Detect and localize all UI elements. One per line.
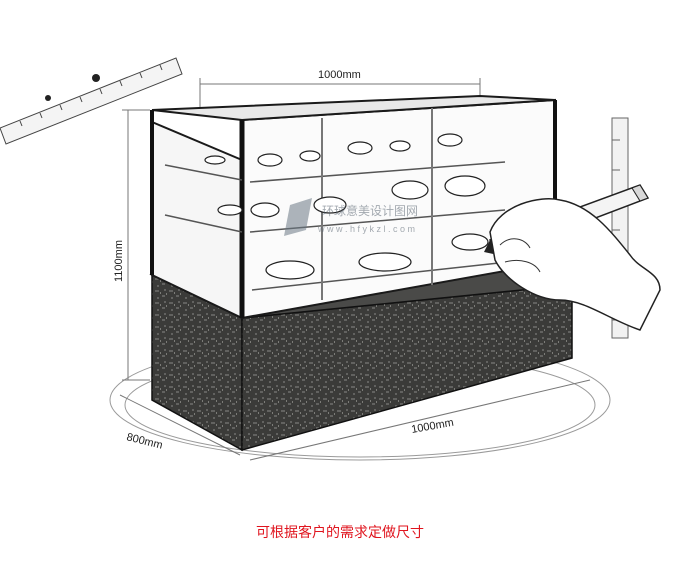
hand-with-pencil (484, 184, 661, 331)
dim-depth: 800mm (125, 431, 164, 452)
watermark-logo-text: 环球意美设计图网 (322, 203, 418, 218)
dim-bottom-width: 1000mm (410, 417, 454, 436)
dim-height: 1100mm (113, 240, 125, 282)
glass-case (150, 94, 557, 320)
ruler-left (0, 57, 183, 145)
desserts (204, 133, 489, 280)
caption-text: 可根据客户的需求定做尺寸 (256, 525, 424, 541)
watermark-url: w w w . h f y k z l . c o m (317, 224, 415, 234)
dim-top-width: 1000mm (318, 69, 361, 81)
dimension-lines (119, 78, 591, 461)
watermark: 环球意美设计图网 w w w . h f y k z l . c o m (284, 198, 418, 236)
